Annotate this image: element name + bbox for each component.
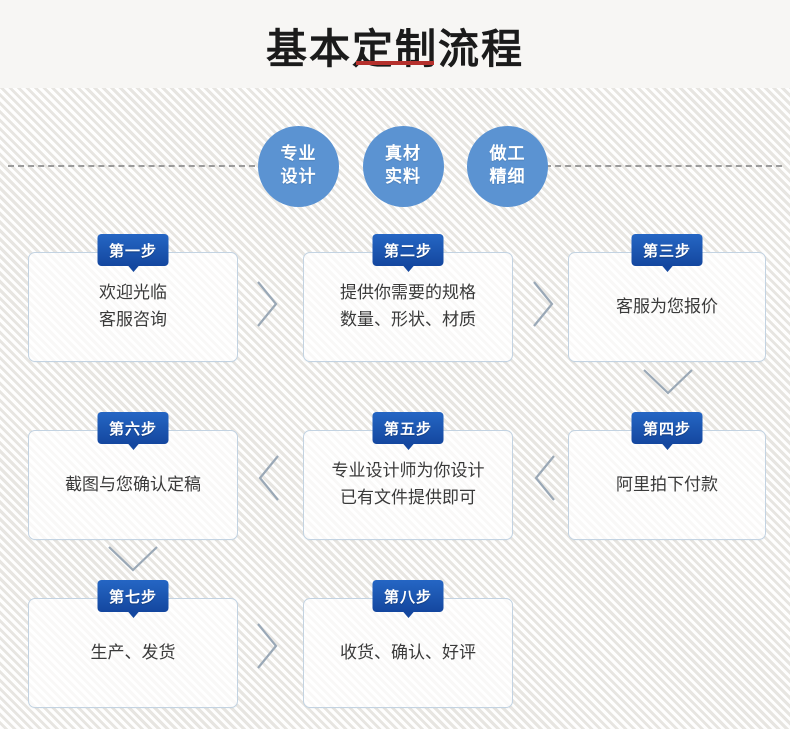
step-2-text: 提供你需要的规格 数量、形状、材质 xyxy=(340,280,476,334)
arrow-step5-to-step6 xyxy=(254,452,284,504)
step-4-line1: 阿里拍下付款 xyxy=(616,474,718,495)
divider-dashed-left xyxy=(8,165,255,167)
highlight-circle-materials: 真材 实料 xyxy=(362,125,444,207)
step-1-text: 欢迎光临 客服咨询 xyxy=(99,280,167,334)
highlight-circle-craft-line2: 精细 xyxy=(489,167,526,187)
step-2-badge: 第二步 xyxy=(372,234,444,272)
step-8[interactable]: 收货、确认、好评 第八步 xyxy=(303,580,513,708)
step-5-line2: 已有文件提供即可 xyxy=(340,488,476,508)
step-1[interactable]: 欢迎光临 客服咨询 第一步 xyxy=(28,234,238,362)
page-title: 基本定制流程 xyxy=(0,26,790,72)
highlight-circle-design-line2: 设计 xyxy=(280,167,317,187)
step-7-text: 生产、发货 xyxy=(91,640,176,667)
arrow-step6-to-step7 xyxy=(105,542,161,576)
step-3-line1: 客服为您报价 xyxy=(616,296,718,317)
step-4[interactable]: 阿里拍下付款 第四步 xyxy=(568,412,766,540)
arrow-step1-to-step2 xyxy=(252,278,282,330)
step-1-badge: 第一步 xyxy=(97,234,169,272)
step-2-line1: 提供你需要的规格 xyxy=(340,283,476,303)
step-7[interactable]: 生产、发货 第七步 xyxy=(28,580,238,708)
step-8-text: 收货、确认、好评 xyxy=(340,640,476,667)
step-3-text: 客服为您报价 xyxy=(616,294,718,321)
step-1-line1: 欢迎光临 xyxy=(99,283,167,303)
step-6[interactable]: 截图与您确认定稿 第六步 xyxy=(28,412,238,540)
step-4-badge: 第四步 xyxy=(631,412,703,450)
step-2-line2: 数量、形状、材质 xyxy=(340,310,476,330)
step-6-badge: 第六步 xyxy=(97,412,169,450)
step-1-line2: 客服咨询 xyxy=(99,310,167,330)
step-2-box[interactable]: 提供你需要的规格 数量、形状、材质 xyxy=(303,252,513,362)
highlight-circles: 专业 设计 真材 实料 做工 精细 xyxy=(258,125,548,207)
header-background xyxy=(0,0,790,90)
arrow-step3-to-step4 xyxy=(640,365,696,399)
step-5-badge: 第五步 xyxy=(372,412,444,450)
step-5-line1: 专业设计师为你设计 xyxy=(331,461,485,481)
highlight-circle-materials-line2: 实料 xyxy=(385,167,421,187)
step-3-box[interactable]: 客服为您报价 xyxy=(568,252,766,362)
arrow-step2-to-step3 xyxy=(528,278,558,330)
step-2[interactable]: 提供你需要的规格 数量、形状、材质 第二步 xyxy=(303,234,513,362)
step-8-line1: 收货、确认、好评 xyxy=(340,642,476,663)
highlight-circle-craft: 做工 精细 xyxy=(467,125,548,207)
highlight-circle-design-line1: 专业 xyxy=(280,144,317,164)
highlight-circle-materials-line1: 真材 xyxy=(385,144,421,164)
step-6-text: 截图与您确认定稿 xyxy=(65,472,201,499)
highlight-circle-design: 专业 设计 xyxy=(258,125,339,207)
divider-dashed-right xyxy=(545,165,782,167)
step-3[interactable]: 客服为您报价 第三步 xyxy=(568,234,766,362)
step-5-text: 专业设计师为你设计 已有文件提供即可 xyxy=(332,458,485,512)
step-7-badge: 第七步 xyxy=(97,580,169,618)
highlight-circle-craft-line1: 做工 xyxy=(489,144,526,164)
page-title-text: 基本定制流程 xyxy=(266,25,524,73)
step-7-line1: 生产、发货 xyxy=(90,642,176,663)
step-4-text: 阿里拍下付款 xyxy=(616,472,718,499)
step-3-badge: 第三步 xyxy=(631,234,703,272)
title-underline-rule xyxy=(356,61,434,65)
arrow-step7-to-step8 xyxy=(252,620,282,672)
step-6-line1: 截图与您确认定稿 xyxy=(65,474,201,495)
arrow-step4-to-step5 xyxy=(530,452,560,504)
step-5[interactable]: 专业设计师为你设计 已有文件提供即可 第五步 xyxy=(303,412,513,540)
step-8-badge: 第八步 xyxy=(372,580,444,618)
